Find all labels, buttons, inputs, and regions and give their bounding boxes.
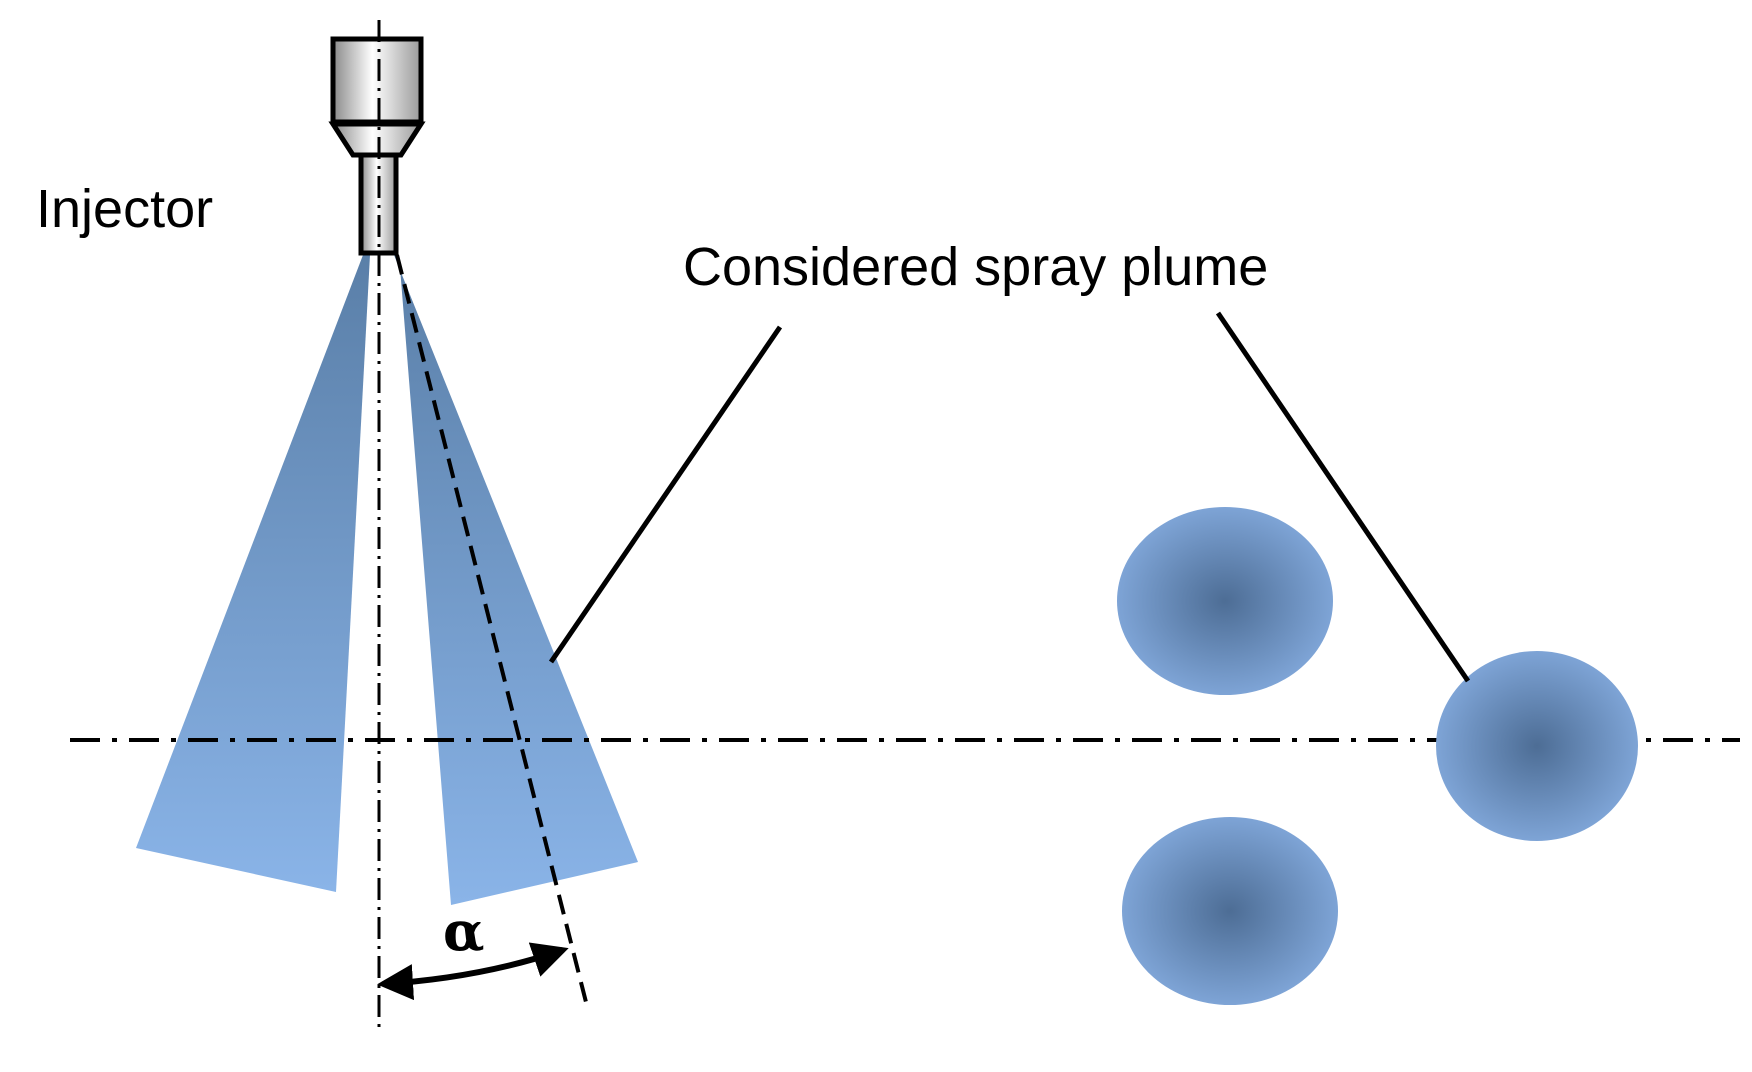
injector-body [330, 36, 424, 125]
leader-line-right [1215, 311, 1471, 683]
angle-label: α [443, 899, 485, 963]
right-spray-plume [394, 255, 638, 905]
injector-taper [328, 121, 426, 158]
leader-line-left [548, 325, 783, 664]
angle-arrow [377, 942, 569, 1001]
plume-section-right [1436, 651, 1638, 841]
injector-nozzle [358, 152, 399, 256]
injector-label: Injector [36, 179, 213, 239]
left-spray-plume [136, 255, 370, 892]
considered-plume-label: Considered spray plume [683, 237, 1268, 297]
plume-section-bottom [1122, 817, 1338, 1005]
injector [328, 36, 426, 256]
plume-section-top [1117, 507, 1333, 695]
plume-axis-line [395, 254, 590, 1011]
